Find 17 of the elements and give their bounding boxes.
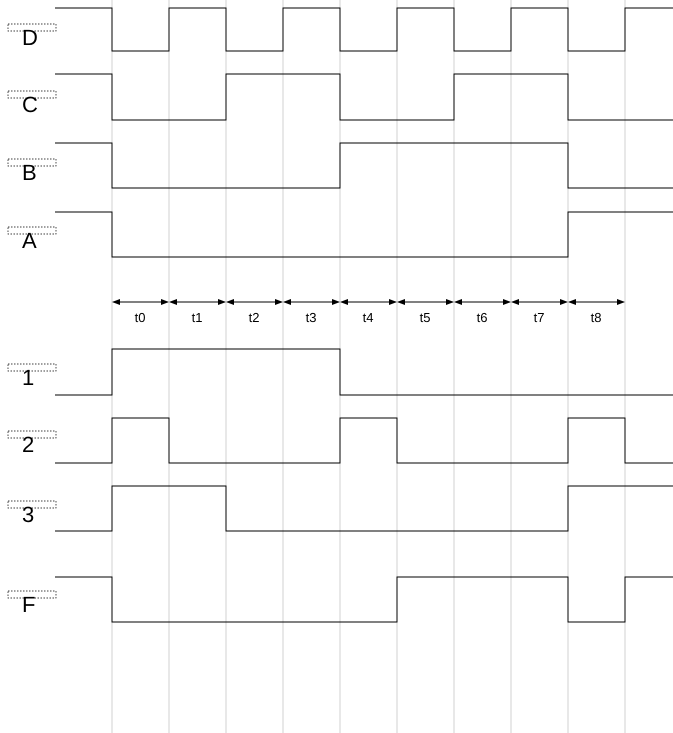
signal-name: A bbox=[22, 229, 37, 253]
interval-label: t7 bbox=[532, 310, 546, 325]
interval-label: t5 bbox=[418, 310, 432, 325]
interval-label: t4 bbox=[362, 310, 374, 325]
signal-name: D bbox=[22, 26, 38, 50]
interval-label: t8 bbox=[590, 310, 602, 325]
signal-name: 3 bbox=[22, 503, 34, 527]
interval-label: t1 bbox=[190, 310, 204, 325]
interval-label: t2 bbox=[248, 310, 260, 325]
signal-name: C bbox=[22, 93, 38, 117]
interval-label: t6 bbox=[476, 310, 488, 325]
signal-name: 1 bbox=[22, 366, 34, 390]
signal-name: 2 bbox=[22, 433, 34, 457]
signal-name: B bbox=[22, 161, 37, 185]
interval-label: t3 bbox=[304, 310, 318, 325]
interval-label: t0 bbox=[134, 310, 146, 325]
signal-name: F bbox=[22, 593, 36, 617]
